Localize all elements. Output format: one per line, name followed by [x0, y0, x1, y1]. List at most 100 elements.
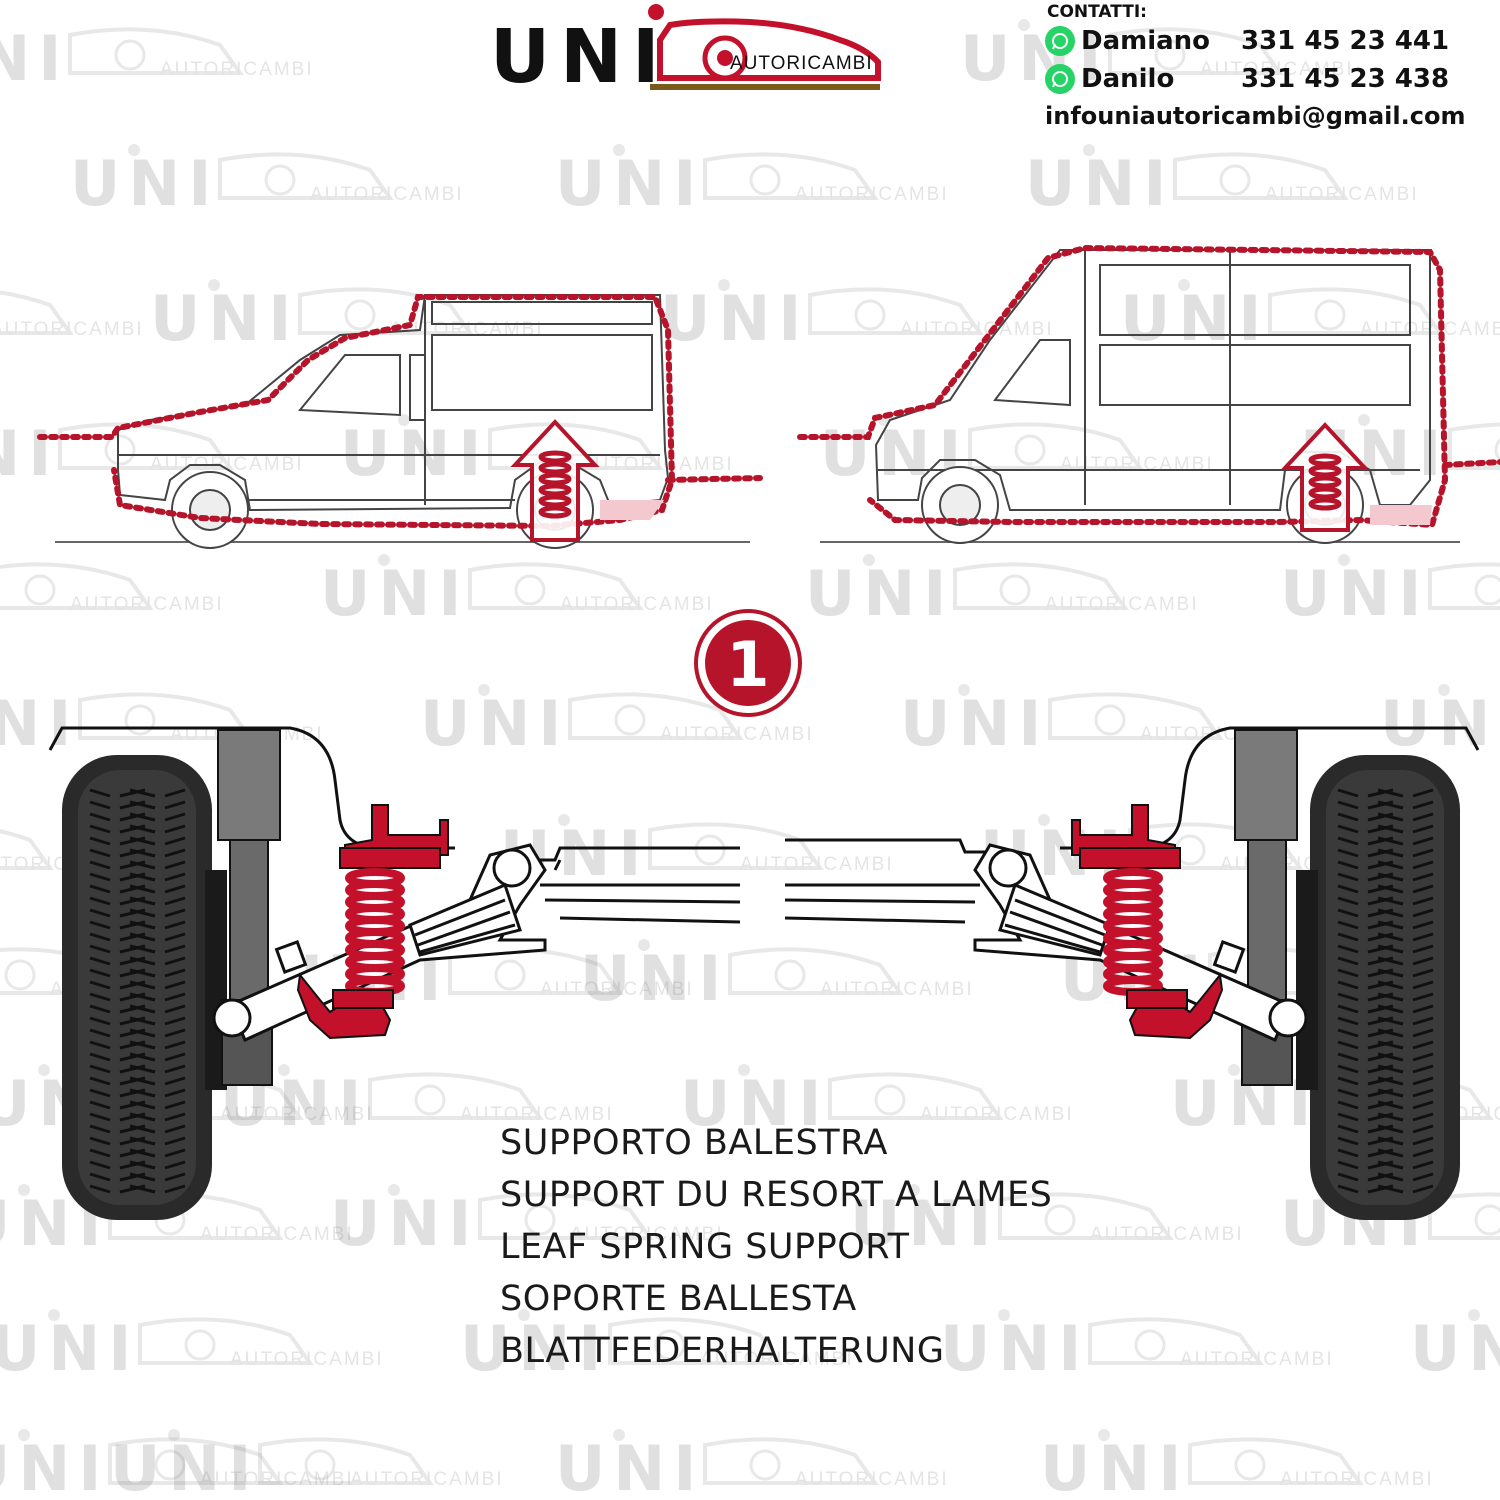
svg-text:UNI: UNI	[805, 557, 954, 630]
svg-text:UNI: UNI	[0, 417, 59, 490]
right-spring-support	[1071, 804, 1224, 1040]
svg-text:AUTORICAMBI: AUTORICAMBI	[220, 1104, 374, 1125]
watermark-tile: UNI AUTORICAMBI	[940, 1309, 1334, 1385]
svg-text:AUTORICAMBI: AUTORICAMBI	[570, 1224, 724, 1245]
contacts-heading: CONTATTI:	[1047, 2, 1147, 22]
caption-line-en: LEAF SPRING SUPPORT	[500, 1227, 910, 1267]
whatsapp-icon	[1045, 64, 1075, 94]
svg-text:AUTORICAMBI: AUTORICAMBI	[200, 1224, 354, 1245]
svg-text:UNI: UNI	[110, 1432, 259, 1500]
svg-text:UNI: UNI	[340, 417, 489, 490]
contacts-panel: CONTATTI: Damiano 331 45 23 441 Danilo 3…	[1045, 2, 1465, 130]
svg-text:AUTORICAMBI: AUTORICAMBI	[1280, 1469, 1434, 1490]
svg-text:AUTORICAMBI: AUTORICAMBI	[820, 979, 974, 1000]
svg-text:UNI: UNI	[555, 147, 704, 220]
svg-text:UNI: UNI	[900, 687, 1049, 760]
svg-text:UNI: UNI	[1025, 147, 1174, 220]
svg-text:AUTORICAMBI: AUTORICAMBI	[1045, 594, 1199, 615]
watermark-tile: UNI AUTORICAMBI	[580, 939, 974, 1015]
svg-text:UNI: UNI	[1040, 1432, 1189, 1500]
svg-text:AUTORICAMBI: AUTORICAMBI	[230, 1349, 384, 1370]
svg-text:UNI: UNI	[850, 1187, 999, 1260]
brand-name: UNI	[490, 14, 670, 100]
svg-text:UNI: UNI	[70, 147, 219, 220]
svg-text:UNI: UNI	[320, 557, 469, 630]
svg-text:AUTORICAMBI: AUTORICAMBI	[200, 1469, 354, 1490]
step-number: 1	[726, 628, 769, 701]
contact-row[interactable]: Damiano 331 45 23 441	[1045, 22, 1465, 60]
contact-row[interactable]: Danilo 331 45 23 438	[1045, 60, 1465, 98]
watermark-tile: UNI AUTORICAMBI	[0, 417, 304, 490]
step-number-badge: 1	[694, 609, 802, 717]
spring-arrow-icon-large	[1280, 422, 1370, 532]
contact-email[interactable]: infouniautoricambi@gmail.com	[1045, 102, 1466, 130]
watermark-tile: UNI AUTORICAMBI	[805, 554, 1199, 630]
svg-text:UNI: UNI	[940, 1312, 1089, 1385]
svg-text:UNI: UNI	[580, 942, 729, 1015]
svg-text:AUTORICAMBI: AUTORICAMBI	[1090, 1224, 1244, 1245]
caption-line-it: SUPPORTO BALESTRA	[500, 1123, 888, 1163]
svg-text:AUTORICAMBI: AUTORICAMBI	[795, 184, 949, 205]
watermark-tile: UNI AUTORICAMBI	[70, 144, 464, 220]
svg-text:AUTORICAMBI: AUTORICAMBI	[1265, 184, 1419, 205]
svg-text:UNI: UNI	[0, 1312, 139, 1385]
watermark-tile: UNI AUTORICAMBI	[1025, 144, 1419, 220]
svg-text:UNI: UNI	[660, 282, 809, 355]
svg-text:UNI: UNI	[1120, 282, 1269, 355]
svg-text:UNI: UNI	[1280, 557, 1429, 630]
caption-line-es: SOPORTE BALLESTA	[500, 1279, 857, 1319]
svg-text:AUTORICAMBI: AUTORICAMBI	[150, 454, 304, 475]
svg-text:UNI: UNI	[960, 22, 1109, 95]
svg-text:AUTORICAMBI: AUTORICAMBI	[1180, 1349, 1334, 1370]
van-raised-outline-large	[797, 244, 1500, 529]
svg-text:AUTORICAMBI: AUTORICAMBI	[460, 1104, 614, 1125]
svg-text:AUTORICAMBI: AUTORICAMBI	[580, 454, 734, 475]
svg-text:AUTORICAMBI: AUTORICAMBI	[700, 1349, 854, 1370]
watermark-tile: UNI AUTORICAMBI	[850, 1184, 1244, 1260]
svg-text:AUTORICAMBI: AUTORICAMBI	[310, 184, 464, 205]
contact-phone[interactable]: 331 45 23 438	[1241, 64, 1450, 94]
right-tire	[1296, 755, 1460, 1220]
watermark-tile: UNI AUTORICAMBI	[1040, 1429, 1434, 1500]
watermark-tile: UNI AUTORICAMBI	[555, 144, 949, 220]
svg-text:AUTORICAMBI: AUTORICAMBI	[740, 854, 894, 875]
caption-line-fr: SUPPORT DU RESORT A LAMES	[500, 1175, 1053, 1215]
logo-car-emblem	[648, 4, 881, 90]
svg-text:UNI: UNI	[0, 687, 79, 760]
svg-text:AUTORICAMBI: AUTORICAMBI	[560, 594, 714, 615]
svg-text:AUTORICAMBI: AUTORICAMBI	[70, 594, 224, 615]
svg-text:AUTORICAMBI: AUTORICAMBI	[160, 59, 314, 80]
brand-subtitle: AUTORICAMBI	[730, 53, 873, 74]
svg-text:AUTORICAMBI: AUTORICAMBI	[660, 724, 814, 745]
whatsapp-icon	[1045, 26, 1075, 56]
watermark-tile: UNI AUTORICAMBI	[330, 1184, 724, 1260]
svg-text:UNI: UNI	[1380, 687, 1500, 760]
caption-line-de: BLATTFEDERHALTERUNG	[500, 1331, 945, 1371]
svg-text:UNI: UNI	[330, 1187, 479, 1260]
large-van	[820, 249, 1460, 544]
svg-text:UNI: UNI	[150, 282, 299, 355]
svg-text:AUTORICAMBI: AUTORICAMBI	[0, 319, 144, 340]
watermark-tile: UNI AUTORICAMBI	[320, 554, 714, 630]
brand-logo: UNI AUTORICAMBI	[0, 0, 1500, 120]
svg-text:UNI: UNI	[680, 1067, 829, 1140]
van-raised-outline	[37, 294, 763, 530]
svg-text:AUTORICAMBI: AUTORICAMBI	[795, 1469, 949, 1490]
svg-text:UNI: UNI	[1410, 1312, 1500, 1385]
contact-phone[interactable]: 331 45 23 441	[1241, 26, 1450, 56]
